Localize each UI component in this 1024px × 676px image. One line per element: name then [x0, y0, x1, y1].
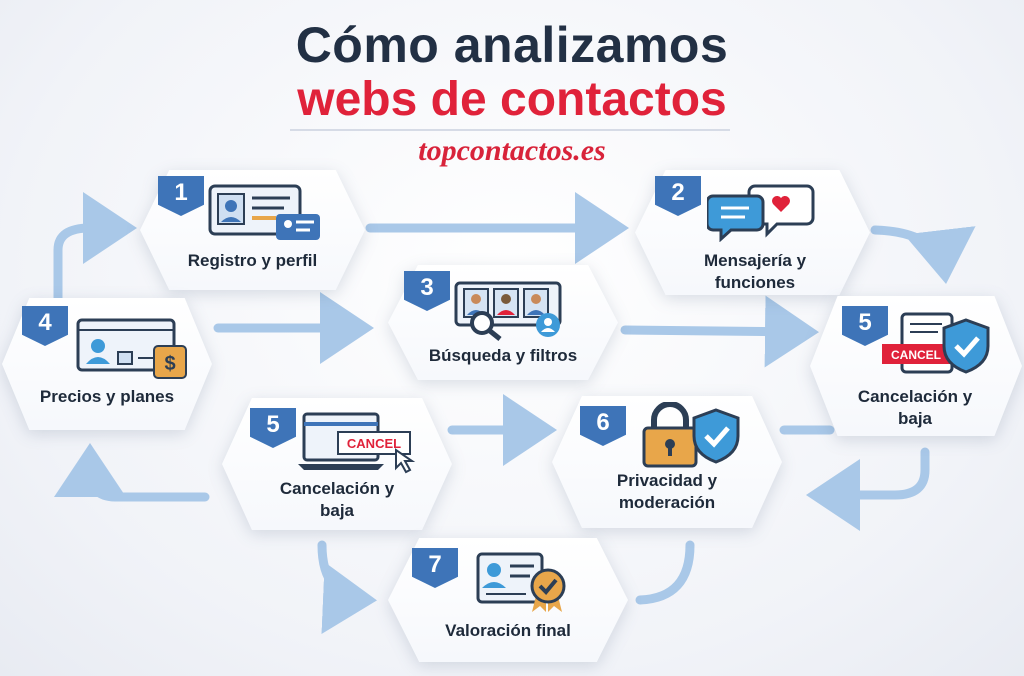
title-line-1: Cómo analizamos: [295, 17, 729, 73]
lock-shield-icon: [642, 402, 740, 468]
step-3-card: 3 Búsqueda y filtros: [388, 265, 618, 380]
step-5-right-label: Cancelación y baja: [857, 387, 973, 428]
svg-text:$: $: [164, 353, 175, 375]
step-4-label: Precios y planes: [39, 387, 175, 406]
step-3-label: Búsqueda y filtros: [428, 346, 578, 365]
pricing-card-icon: $: [76, 318, 187, 379]
step-7-card: 7 Valoración final: [388, 538, 628, 662]
arrow-4-to-1: [53, 192, 137, 305]
step-5-left-label: Cancelación y baja: [279, 479, 395, 520]
chat-bubbles-icon: [707, 184, 815, 242]
step-6-card: 6 Privacidad y moderación: [552, 396, 782, 528]
title-line-2: webs de contactos: [297, 73, 727, 126]
id-card-icon: [208, 184, 320, 240]
step-5-right-card: 5 CANCEL Cancelación y baja: [810, 296, 1022, 436]
certificate-icon: [476, 552, 566, 612]
cancel-shield-text: CANCEL: [891, 348, 941, 362]
step-5-left-card: 5 CANCEL Cancelación y baja: [222, 398, 452, 530]
arrow-5-right-down-to-6: [806, 447, 930, 531]
arrow-2-to-5-right: [870, 225, 976, 284]
step-1-label: Registro y perfil: [187, 251, 318, 270]
step-2-card: 2 Mensajería y funciones: [635, 170, 870, 295]
profile-search-icon: [454, 281, 562, 341]
title-divider: [290, 129, 730, 131]
step-7-label: Valoración final: [445, 621, 571, 640]
arrow-6-to-7: [635, 540, 695, 605]
cancel-laptop-icon: CANCEL: [298, 412, 416, 474]
arrow-3-to-5-right: [620, 295, 819, 368]
arrow-5-left-to-4: [54, 443, 210, 502]
step-2-label: Mensajería y funciones: [703, 251, 807, 292]
cancel-shield-icon: CANCEL: [882, 312, 990, 374]
step-1-card: 1 Registro y perfil: [140, 170, 365, 290]
step-6-label: Privacidad y moderación: [616, 471, 718, 512]
brand-name: topcontactos.es: [418, 134, 606, 167]
cancel-laptop-text: CANCEL: [347, 436, 401, 451]
arrow-5-left-to-7: [317, 540, 377, 634]
step-4-card: 4 $ Precios y planes: [2, 298, 212, 430]
